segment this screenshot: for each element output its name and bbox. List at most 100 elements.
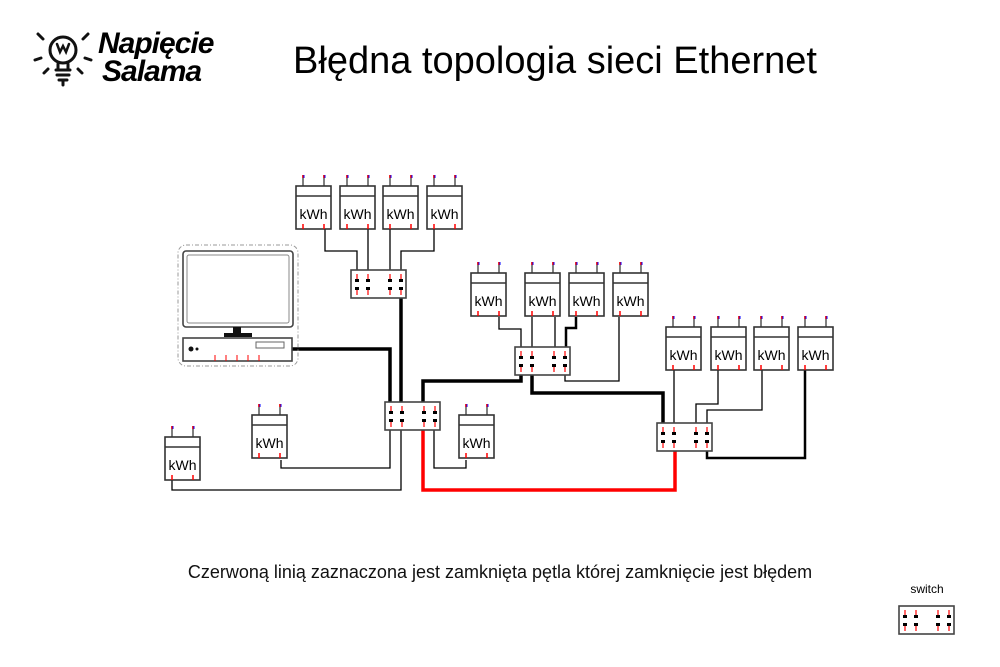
- cable: [400, 229, 435, 280]
- switch-port: [388, 287, 392, 290]
- switch-port: [388, 279, 392, 282]
- energy-meter: kWh: [568, 262, 605, 317]
- switch-port: [563, 364, 567, 367]
- switch-port: [903, 615, 907, 618]
- logo: Napięcie Salama: [30, 28, 220, 92]
- meter-label: kWh: [670, 347, 698, 363]
- switch-body: [898, 605, 955, 635]
- cable: [695, 370, 719, 432]
- caption: Czerwoną linią zaznaczona jest zamknięta…: [187, 562, 813, 582]
- switch-port: [530, 364, 534, 367]
- switch-port: [399, 287, 403, 290]
- switch-port: [530, 356, 534, 359]
- cable: [564, 317, 578, 357]
- meter-body: [295, 185, 332, 230]
- switch-port: [694, 432, 698, 435]
- switch-port: [914, 615, 918, 618]
- meter-body: [612, 272, 649, 317]
- switch-port: [947, 623, 951, 626]
- switch-port: [400, 419, 404, 422]
- meter-body: [524, 272, 561, 317]
- switch-port: [936, 615, 940, 618]
- cable: [171, 419, 402, 491]
- computer-outline: [177, 244, 299, 367]
- meter-label: kWh: [300, 206, 328, 222]
- switch-body: [656, 422, 713, 452]
- switch-port: [661, 440, 665, 443]
- meter-body: [710, 326, 747, 371]
- energy-meter: kWh: [295, 175, 332, 230]
- switch-port: [552, 356, 556, 359]
- switch-port: [705, 440, 709, 443]
- cable: [324, 229, 358, 280]
- switch-port: [389, 419, 393, 422]
- meter-body: [753, 326, 790, 371]
- meter-label: kWh: [169, 457, 197, 473]
- monitor-stand: [233, 327, 241, 334]
- switch-port: [936, 623, 940, 626]
- switch-port: [389, 411, 393, 414]
- meter-label: kWh: [463, 435, 491, 451]
- network-switch: [656, 422, 713, 452]
- switch-port: [366, 279, 370, 282]
- switch-port: [422, 419, 426, 422]
- page-title: Błędna topologia sieci Ethernet: [293, 40, 817, 82]
- lightbulb-icon: [33, 32, 93, 87]
- energy-meter: kWh: [164, 426, 201, 481]
- meter-label: kWh: [715, 347, 743, 363]
- logo-text: Napięcie Salama: [98, 29, 214, 87]
- meter-body: [382, 185, 419, 230]
- meter-label: kWh: [617, 293, 645, 309]
- switch-port: [694, 440, 698, 443]
- switch-port: [672, 440, 676, 443]
- switch-port: [355, 287, 359, 290]
- energy-meter: kWh: [458, 404, 495, 459]
- switch-port: [433, 419, 437, 422]
- meter-body: [164, 436, 201, 481]
- meter-label: kWh: [758, 347, 786, 363]
- switch-body: [514, 346, 571, 376]
- cable: [706, 370, 763, 432]
- energy-meter: kWh: [753, 316, 790, 371]
- monitor: [182, 250, 294, 328]
- energy-meter: kWh: [797, 316, 834, 371]
- legend-switch-symbol: [898, 605, 955, 635]
- switch-port: [422, 411, 426, 414]
- energy-meter: kWh: [382, 175, 419, 230]
- meter-body: [251, 414, 288, 459]
- switch-port: [366, 287, 370, 290]
- meter-body: [470, 272, 507, 317]
- switch-port: [672, 432, 676, 435]
- power-button: [188, 346, 194, 352]
- meter-label: kWh: [529, 293, 557, 309]
- meter-label: kWh: [344, 206, 372, 222]
- network-switch: [514, 346, 571, 376]
- meter-label: kWh: [256, 435, 284, 451]
- switch-port: [914, 623, 918, 626]
- switch-port: [355, 279, 359, 282]
- energy-meter: kWh: [251, 404, 288, 459]
- energy-meter: kWh: [470, 262, 507, 317]
- switch-port: [705, 432, 709, 435]
- cable: [421, 419, 677, 492]
- drive-bay: [255, 341, 285, 349]
- meter-body: [568, 272, 605, 317]
- monitor-screen: [186, 254, 290, 324]
- switch-port: [519, 356, 523, 359]
- energy-meter: kWh: [665, 316, 702, 371]
- energy-meter: kWh: [426, 175, 463, 230]
- energy-meter: kWh: [339, 175, 376, 230]
- switch-port: [903, 623, 907, 626]
- network-switch: [350, 269, 407, 299]
- cable: [564, 317, 620, 382]
- switch-port: [400, 411, 404, 414]
- meter-body: [339, 185, 376, 230]
- meter-label: kWh: [802, 347, 830, 363]
- switch-port: [947, 615, 951, 618]
- switch-port: [519, 364, 523, 367]
- energy-meter: kWh: [612, 262, 649, 317]
- switch-body: [384, 401, 441, 431]
- cable: [280, 419, 391, 469]
- meter-label: kWh: [573, 293, 601, 309]
